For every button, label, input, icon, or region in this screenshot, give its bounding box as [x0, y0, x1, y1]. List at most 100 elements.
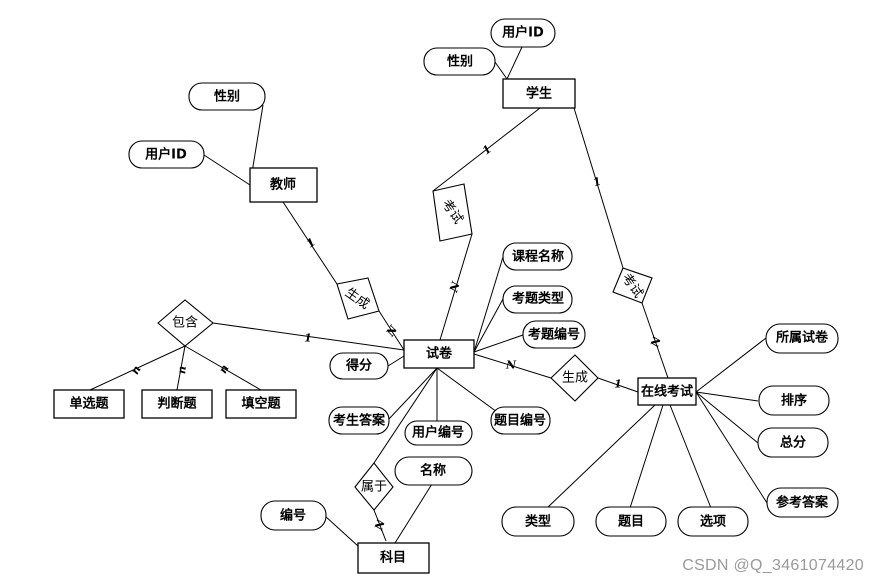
edge-contain-fill [184, 345, 262, 391]
svg-text:排序: 排序 [781, 393, 807, 409]
edge-online-refanswer [695, 391, 768, 504]
rel-exam-student-paper[interactable]: 考试 [432, 183, 473, 242]
card-belong-subject: N [372, 517, 388, 533]
rel-belong[interactable]: 属于 [354, 462, 394, 511]
attr-question-type[interactable]: 考题类型 [502, 285, 573, 314]
svg-text:得分: 得分 [345, 358, 372, 374]
edge-online-order [695, 391, 759, 402]
card-paper-gen2: N [505, 359, 517, 372]
attr-reference-answer[interactable]: 参考答案 [766, 487, 839, 518]
entity-subject[interactable]: 科目 [357, 542, 430, 574]
edge-subject-no [324, 515, 359, 547]
svg-text:用户ID: 用户ID [144, 147, 187, 163]
edge-student-gender [494, 61, 508, 80]
card-contain-single: n [128, 363, 143, 376]
attr-options[interactable]: 选项 [677, 506, 749, 537]
attr-student-gender[interactable]: 性别 [423, 47, 496, 76]
attr-score[interactable]: 得分 [329, 352, 389, 380]
edge-paper-itemno [436, 367, 498, 413]
edge-paper-score [387, 355, 405, 367]
edge-belong-subject [373, 509, 387, 542]
rel-generate-paper-online[interactable]: 生成 [550, 354, 599, 402]
attr-course-name[interactable]: 课程名称 [502, 242, 573, 271]
card-online-exam2: N [648, 334, 664, 350]
rel-exam-student-online[interactable]: 考试 [612, 267, 653, 304]
attr-question-no[interactable]: 考题编号 [522, 320, 586, 349]
rel-generate-teacher-paper[interactable]: 生成 [336, 277, 380, 320]
attr-total-score[interactable]: 总分 [757, 427, 829, 458]
edge-online-options [669, 404, 712, 509]
svg-text:编号: 编号 [280, 508, 306, 524]
entity-true-false[interactable]: 判断题 [141, 389, 213, 419]
svg-text:题目编号: 题目编号 [494, 413, 546, 429]
edge-contain-paper [212, 322, 405, 351]
watermark: CSDN @Q_3461074420 [682, 557, 864, 574]
edge-contain-tf [176, 345, 186, 391]
edge-contain-single [89, 345, 186, 391]
svg-text:性别: 性别 [447, 54, 473, 70]
edge-online-type [546, 404, 656, 509]
attr-item-no[interactable]: 题目编号 [490, 406, 551, 435]
attr-item[interactable]: 题目 [595, 506, 667, 537]
entity-online-exam[interactable]: 在线考试 [637, 377, 697, 406]
card-paper-exam1: N [447, 279, 463, 294]
svg-text:生成: 生成 [562, 371, 588, 386]
svg-text:总分: 总分 [780, 435, 806, 451]
attr-belong-paper[interactable]: 所属试卷 [765, 323, 839, 354]
svg-text:选项: 选项 [700, 514, 726, 530]
svg-text:在线考试: 在线考试 [641, 384, 693, 400]
attr-subject-no[interactable]: 编号 [260, 500, 327, 531]
edge-online-item [629, 404, 664, 509]
svg-text:考生答案: 考生答案 [333, 413, 386, 429]
card-paper-gen: N [383, 322, 400, 339]
attr-student-answer[interactable]: 考生答案 [328, 406, 390, 435]
edge-teacher-gen [282, 201, 338, 285]
svg-text:用户ID: 用户ID [501, 25, 544, 41]
attr-teacher-userid[interactable]: 用户ID [128, 140, 205, 169]
svg-text:学生: 学生 [526, 86, 552, 102]
attr-subject-name[interactable]: 名称 [394, 456, 473, 486]
svg-text:填空题: 填空题 [241, 396, 281, 412]
card-contain-tf: n [175, 365, 189, 374]
card-online-gen2: 1 [614, 378, 622, 391]
entity-student[interactable]: 学生 [502, 78, 576, 109]
svg-text:单选题: 单选题 [69, 396, 109, 412]
edge-gen-paper [378, 310, 405, 351]
edge-exam1-paper [439, 233, 473, 341]
entity-single-choice[interactable]: 单选题 [53, 389, 125, 419]
svg-text:判断题: 判断题 [157, 396, 197, 412]
svg-text:用户编号: 用户编号 [411, 425, 464, 441]
entity-paper[interactable]: 试卷 [403, 339, 475, 369]
svg-text:教师: 教师 [269, 177, 296, 193]
edge-paper-qtype [473, 298, 504, 353]
svg-text:科目: 科目 [380, 550, 406, 566]
edge-teacher-userid [203, 154, 251, 186]
edge-paper-gen2 [473, 353, 552, 379]
entity-fill-blank[interactable]: 填空题 [225, 389, 297, 419]
attr-type[interactable]: 类型 [501, 506, 575, 537]
attr-order[interactable]: 排序 [758, 385, 830, 416]
attr-student-userid[interactable]: 用户ID [490, 18, 556, 48]
svg-text:包含: 包含 [172, 315, 198, 331]
svg-text:试卷: 试卷 [426, 346, 453, 362]
rel-contain[interactable]: 包含 [157, 299, 214, 347]
card-contain-paper: 1 [304, 332, 312, 345]
svg-text:参考答案: 参考答案 [776, 495, 829, 511]
attr-teacher-gender[interactable]: 性别 [188, 82, 266, 111]
edge-exam2-online [641, 302, 669, 379]
svg-text:类型: 类型 [525, 514, 551, 530]
edge-paper-qno [473, 334, 524, 353]
edge-online-total [695, 391, 759, 444]
svg-text:考题类型: 考题类型 [512, 291, 564, 307]
card-student-exam2: 1 [591, 175, 602, 190]
entity-teacher[interactable]: 教师 [249, 167, 318, 203]
svg-text:所属试卷: 所属试卷 [776, 330, 829, 346]
attr-user-no[interactable]: 用户编号 [404, 420, 473, 446]
svg-text:属于: 属于 [361, 480, 387, 495]
svg-text:课程名称: 课程名称 [512, 249, 564, 265]
edge-student-exam2 [573, 107, 624, 269]
svg-text:题目: 题目 [618, 515, 644, 530]
edge-paper-belong [373, 367, 438, 464]
card-contain-fill: n [216, 362, 231, 375]
